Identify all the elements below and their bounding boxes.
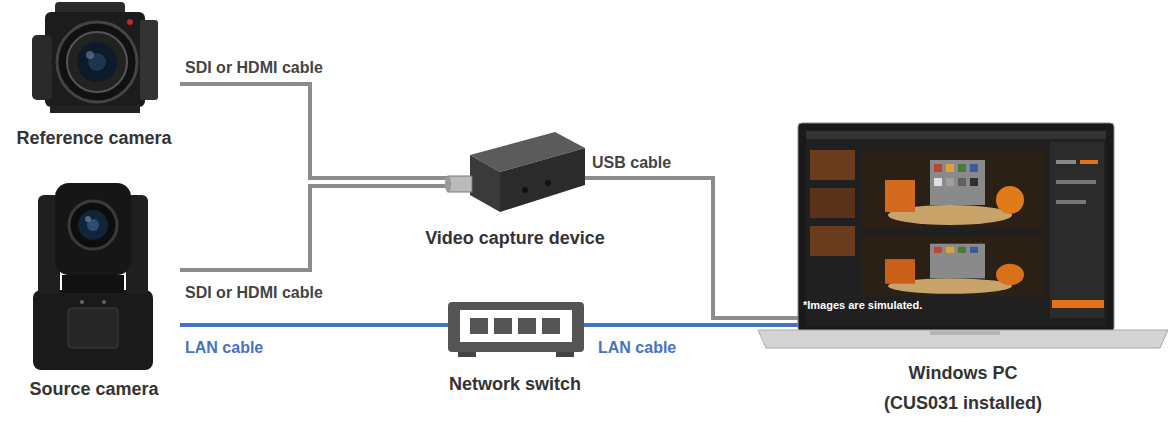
laptop-illustration xyxy=(1056,160,1076,164)
network-switch-illustration xyxy=(470,318,488,334)
network-switch-illustration xyxy=(448,302,584,357)
screen-image xyxy=(934,164,942,172)
cable-line xyxy=(612,178,758,318)
node-caption: Source camera xyxy=(29,377,158,403)
reference-camera-illustration xyxy=(57,22,137,102)
screen-image xyxy=(862,236,1045,296)
laptop-illustration xyxy=(758,123,1168,348)
cable-label: LAN cable xyxy=(598,338,676,358)
reference-camera-illustration xyxy=(32,35,52,100)
cable-stub xyxy=(418,176,448,180)
laptop-illustration xyxy=(1080,160,1098,164)
reference-camera-illustration xyxy=(32,2,158,113)
screen-note: *Images are simulated. xyxy=(803,299,922,312)
cable-line xyxy=(180,186,418,270)
network-switch-illustration xyxy=(460,310,572,342)
source-camera-illustration xyxy=(68,308,118,348)
laptop-illustration xyxy=(930,331,1000,335)
screen-image xyxy=(970,247,978,253)
source-camera-illustration xyxy=(69,201,117,249)
laptop-illustration xyxy=(806,131,1106,326)
laptop-illustration xyxy=(758,330,1168,348)
reference-camera-illustration xyxy=(50,105,140,113)
screen-image xyxy=(862,150,1045,228)
cable-label: LAN cable xyxy=(185,338,263,358)
screen-image xyxy=(934,178,942,186)
device-node: Windows PC (CUS031 installed) xyxy=(758,120,1168,420)
source-camera-illustration xyxy=(33,290,153,370)
screen-image xyxy=(934,247,942,253)
network-switch-illustration xyxy=(448,302,584,352)
cable-stub xyxy=(582,323,612,327)
capture-device-illustration xyxy=(445,132,585,212)
source-camera-illustration xyxy=(85,216,91,222)
network-switch-illustration xyxy=(494,318,512,334)
cable-line xyxy=(180,84,418,178)
source-camera-illustration xyxy=(33,183,153,370)
cable-stub xyxy=(418,323,450,327)
screen-image xyxy=(946,178,954,186)
network-switch-illustration xyxy=(518,318,536,334)
screen-image xyxy=(958,178,966,186)
laptop-illustration xyxy=(810,150,855,180)
screen-image xyxy=(946,247,954,253)
cable-line xyxy=(612,323,758,327)
screen-image xyxy=(862,236,1045,296)
source-camera-illustration xyxy=(55,183,131,275)
cable-label: SDI or HDMI cable xyxy=(185,283,323,303)
device-node: Network switch xyxy=(418,290,612,398)
capture-device-illustration xyxy=(545,180,551,186)
screen-image xyxy=(970,178,978,186)
screen-image xyxy=(958,247,966,253)
node-caption: Video capture device xyxy=(425,226,605,252)
screen-image xyxy=(885,180,915,212)
network-switch-illustration xyxy=(542,318,560,334)
screen-image xyxy=(930,244,985,279)
source-camera-illustration xyxy=(80,300,84,304)
capture-device-illustration xyxy=(500,148,585,212)
capture-device-illustration xyxy=(445,176,451,192)
capture-device-illustration xyxy=(470,155,500,212)
laptop-illustration xyxy=(810,188,855,218)
reference-camera-illustration xyxy=(45,12,145,107)
device-node: Video capture device xyxy=(418,128,612,252)
cable-label: USB cable xyxy=(592,153,671,173)
screen-image xyxy=(862,150,1045,228)
screen-image xyxy=(970,164,978,172)
device-node: Reference camera xyxy=(8,0,180,152)
screen-image xyxy=(958,164,966,172)
reference-camera-illustration xyxy=(86,51,94,59)
reference-camera-illustration xyxy=(127,19,133,25)
source-camera-illustration xyxy=(102,300,106,304)
screen-image xyxy=(946,164,954,172)
cable-stub xyxy=(418,184,448,188)
screen-image xyxy=(996,264,1024,286)
device-node: Source camera xyxy=(8,175,180,403)
screen-image xyxy=(930,160,985,205)
node-caption: Windows PC (CUS031 installed) xyxy=(877,358,1049,420)
laptop-illustration xyxy=(798,123,1114,332)
screen-image xyxy=(885,259,915,284)
node-caption: Network switch xyxy=(449,372,581,398)
capture-device-illustration xyxy=(522,187,528,193)
reference-camera-illustration xyxy=(140,20,158,100)
cable-label: SDI or HDMI cable xyxy=(185,58,323,78)
laptop-illustration xyxy=(806,131,1106,139)
screen-image xyxy=(996,186,1024,214)
laptop-illustration xyxy=(1052,300,1104,308)
laptop-illustration xyxy=(1050,142,1104,318)
laptop-illustration xyxy=(810,226,855,256)
source-camera-illustration xyxy=(78,210,108,240)
capture-device-illustration xyxy=(448,176,472,192)
reference-camera-illustration xyxy=(67,32,127,92)
reference-camera-illustration xyxy=(77,42,117,82)
laptop-illustration xyxy=(1056,200,1086,204)
cable-line xyxy=(180,323,418,327)
cable-stub xyxy=(583,176,612,180)
source-camera-illustration xyxy=(62,275,124,293)
node-caption: Reference camera xyxy=(16,126,171,152)
laptop-illustration xyxy=(1056,180,1096,184)
